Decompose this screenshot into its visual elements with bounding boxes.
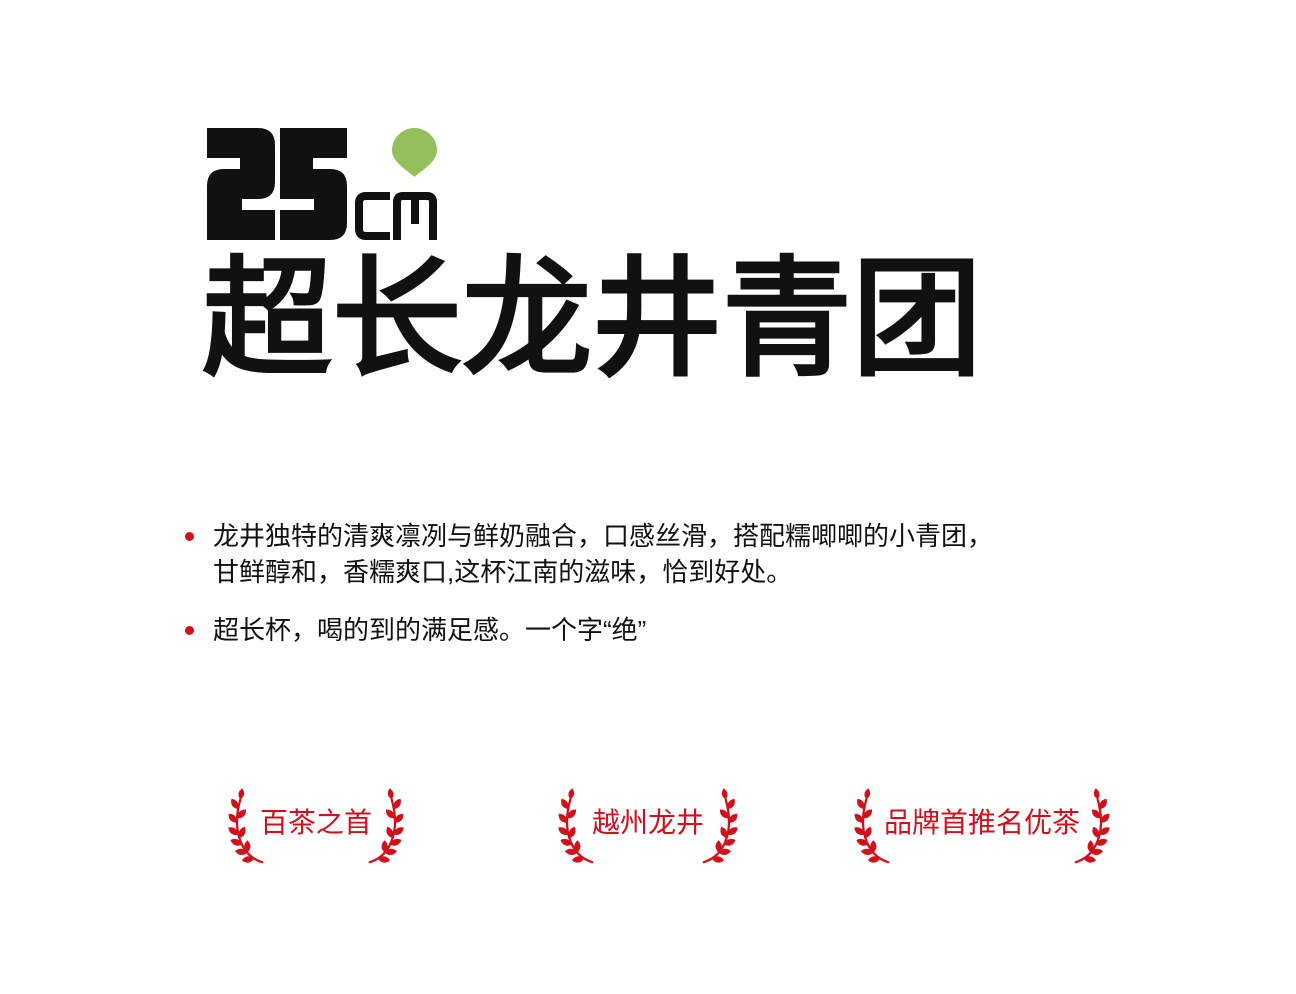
feature-text-line: 超长杯，喝的到的满足感。一个字“绝” xyxy=(213,615,647,645)
bullet-dot-icon xyxy=(185,626,194,635)
feature-item: 超长杯，喝的到的满足感。一个字“绝” xyxy=(183,612,1083,648)
feature-text-line: 甘鲜醇和，香糯爽口,这杯江南的滋味，恰到好处。 xyxy=(213,557,793,587)
laurel-right-icon xyxy=(698,786,740,866)
logo-letter-c xyxy=(355,192,390,240)
page-title: 超长龙井青团 xyxy=(202,246,983,392)
feature-item: 龙井独特的清爽凛冽与鲜奶融合，口感丝滑，搭配糯唧唧的小青团， 甘鲜醇和，香糯爽口… xyxy=(183,518,1083,590)
award-badge: 百茶之首 xyxy=(224,786,408,868)
leaf-drop-icon xyxy=(392,128,437,177)
bullet-dot-icon xyxy=(185,532,194,541)
logo-number xyxy=(207,128,347,240)
laurel-right-icon xyxy=(364,786,406,866)
logo-letter-m xyxy=(393,192,437,240)
award-badge: 品牌首推名优茶 xyxy=(850,786,1114,868)
logo-digit-5 xyxy=(280,128,347,240)
award-badge: 越州龙井 xyxy=(554,786,742,868)
feature-text-line: 龙井独特的清爽凛冽与鲜奶融合，口感丝滑，搭配糯唧唧的小青团， xyxy=(213,521,994,551)
award-badge-label: 越州龙井 xyxy=(591,807,704,838)
brand-logo xyxy=(207,128,437,240)
award-badge-label: 百茶之首 xyxy=(259,807,372,838)
laurel-right-icon xyxy=(1070,786,1112,866)
logo-digit-2 xyxy=(207,128,275,240)
award-badge-label: 品牌首推名优茶 xyxy=(883,807,1080,838)
feature-list: 龙井独特的清爽凛冽与鲜奶融合，口感丝滑，搭配糯唧唧的小青团， 甘鲜醇和，香糯爽口… xyxy=(183,518,1083,670)
logo-unit xyxy=(355,192,437,240)
